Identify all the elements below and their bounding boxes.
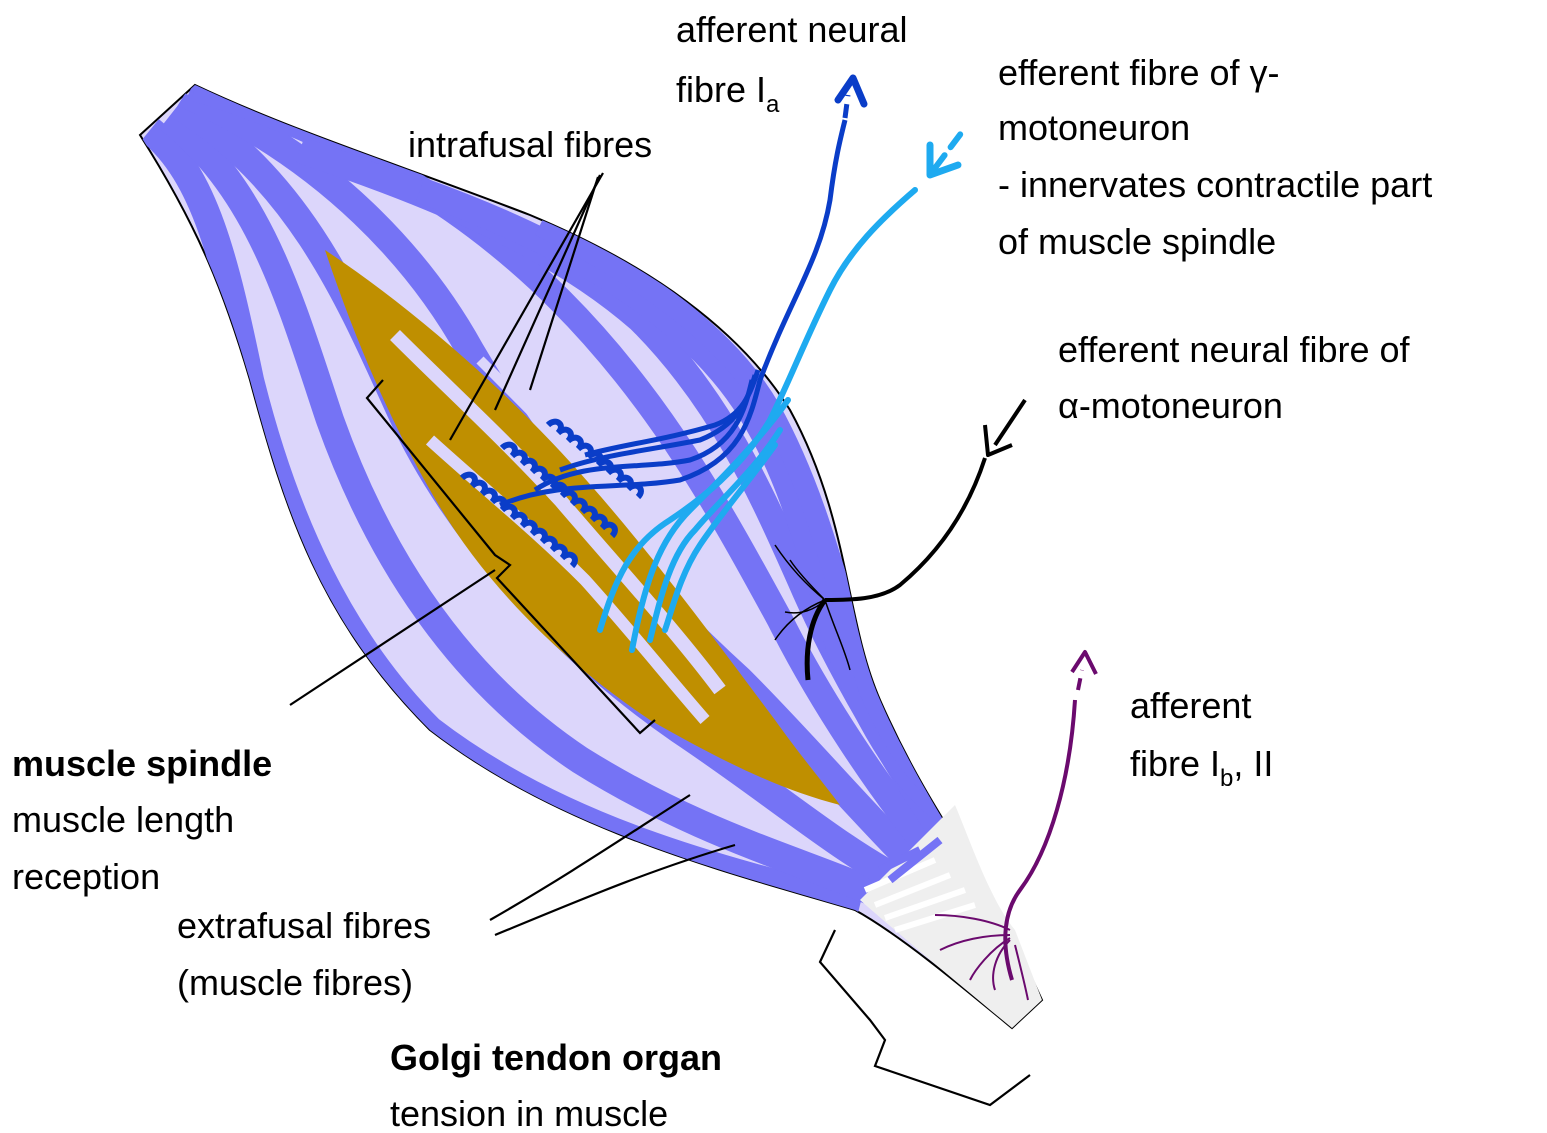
golgi-title: Golgi tendon organ bbox=[390, 1037, 722, 1078]
muscle-spindle-line2: muscle length bbox=[12, 799, 234, 840]
gamma-label-line4: of muscle spindle bbox=[998, 221, 1276, 262]
gamma-label-line2: motoneuron bbox=[998, 107, 1190, 148]
alpha-label-line2: α-motoneuron bbox=[1058, 385, 1283, 426]
gamma-label-line1: efferent fibre of γ- bbox=[998, 52, 1279, 93]
arrow-up-icon bbox=[838, 78, 864, 104]
muscle-spindle-line3: reception bbox=[12, 856, 160, 897]
afferent-Ib-label-line1: afferent bbox=[1130, 685, 1251, 726]
extrafusal-label-line1: extrafusal fibres bbox=[177, 905, 431, 946]
golgi-line2: tension in muscle bbox=[390, 1093, 668, 1133]
afferent-Ia-label-line2: fibre Ia bbox=[676, 69, 780, 118]
arrow-up-icon bbox=[1072, 652, 1096, 674]
alpha-label-line1: efferent neural fibre of bbox=[1058, 329, 1411, 370]
afferent-Ib-label-line2: fibre Ib, II bbox=[1130, 743, 1273, 792]
gamma-label-line3: - innervates contractile part bbox=[998, 164, 1432, 205]
extrafusal-label-line2: (muscle fibres) bbox=[177, 962, 413, 1003]
afferent-Ia-label-line1: afferent neural bbox=[676, 9, 908, 50]
muscle-spindle-title: muscle spindle bbox=[12, 743, 272, 784]
intrafusal-fibres-label: intrafusal fibres bbox=[408, 124, 652, 165]
